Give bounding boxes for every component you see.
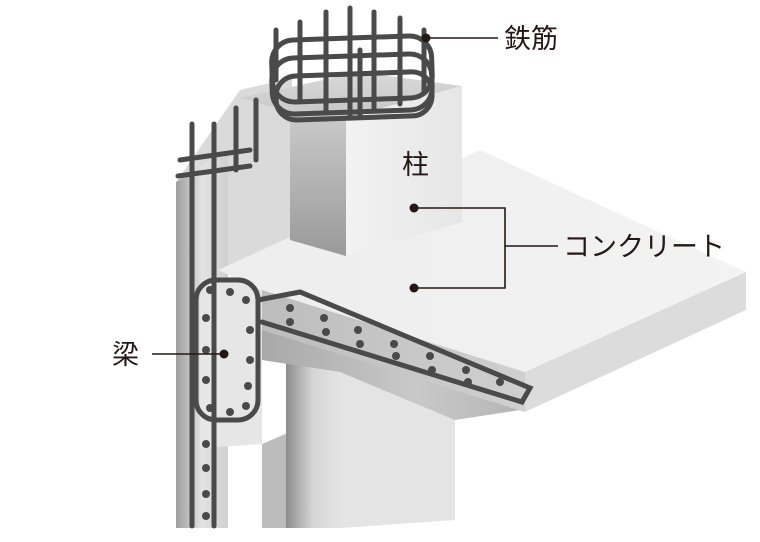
leader-dots <box>219 33 431 359</box>
column-label: 柱 <box>402 150 429 181</box>
column-left-face <box>240 98 346 256</box>
beam-stirrup <box>193 277 534 423</box>
slab-side-edge <box>525 272 746 412</box>
slab-top-face <box>218 150 746 372</box>
slab-marker-dot <box>409 283 419 293</box>
column-marker-dot <box>409 203 419 213</box>
slab-beam-underside <box>262 330 520 420</box>
concrete-label: コンクリート <box>563 232 725 263</box>
rebar-label: 鉄筋 <box>504 24 558 55</box>
lower-column-left <box>262 432 290 528</box>
rebar-marker-dot <box>421 33 431 43</box>
concrete-leader-bracket <box>414 207 506 289</box>
lower-column-front <box>286 352 340 528</box>
beam-marker-dot <box>219 349 229 359</box>
beam-label: 梁 <box>112 340 139 371</box>
column-right-face <box>346 86 462 256</box>
leader-lines <box>152 37 558 355</box>
wall-rebar <box>175 97 259 529</box>
rebar-dots <box>202 286 504 520</box>
column-rebar-cage <box>269 5 435 123</box>
